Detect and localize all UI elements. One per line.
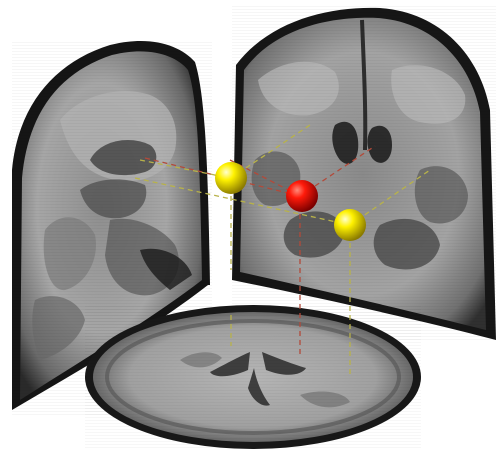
red-marker-center[interactable] bbox=[286, 180, 318, 212]
axial-slice bbox=[85, 305, 421, 449]
yellow-marker-left[interactable] bbox=[215, 162, 247, 194]
coronal-slice bbox=[232, 6, 496, 342]
yellow-marker-right[interactable] bbox=[334, 209, 366, 241]
